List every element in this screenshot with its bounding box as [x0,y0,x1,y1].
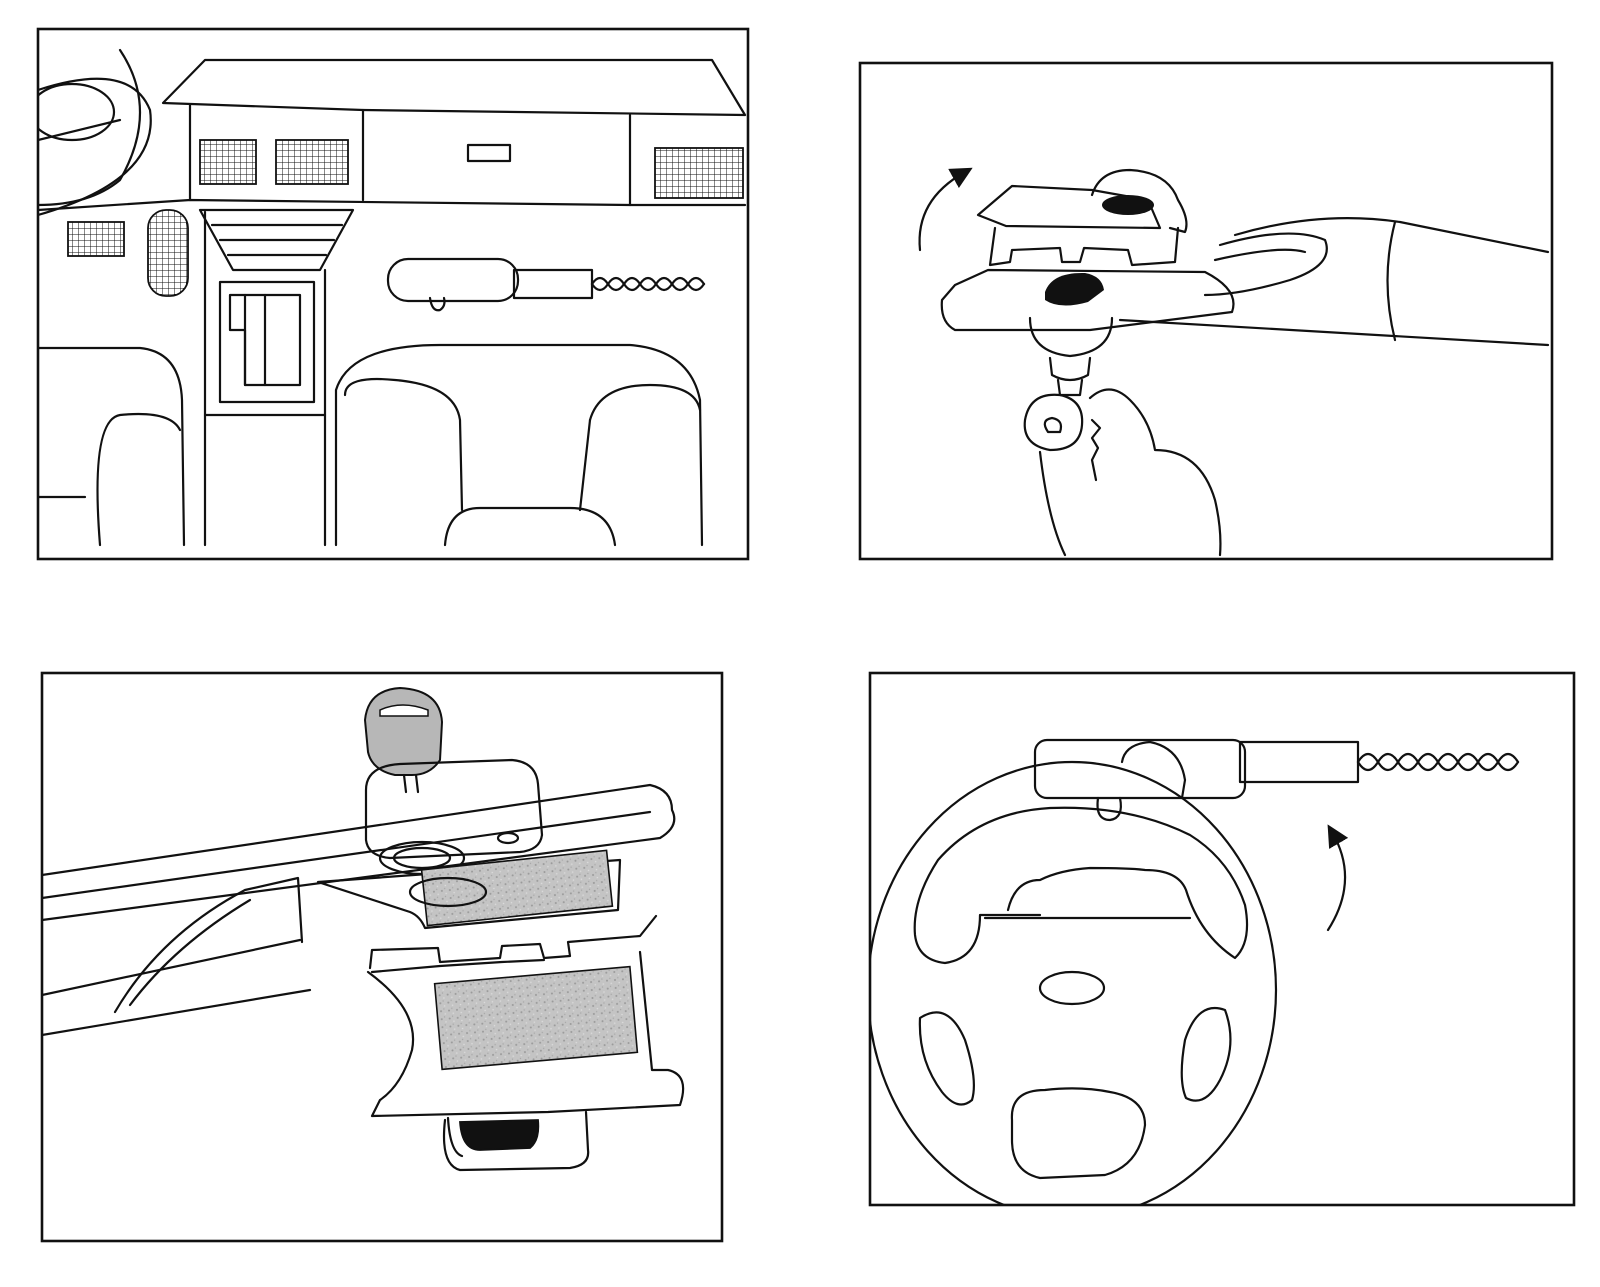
air-vent-icon [67,221,125,257]
panel-steering-wheel [868,671,1576,1207]
lock-bar-lower [42,938,302,997]
curved-arrow-icon [1326,824,1349,932]
left-seat [38,346,186,547]
lock-jaw-upper [316,858,622,930]
horn-badge [1038,970,1106,1006]
lock-jaw-lower [366,950,685,1118]
hand-outline [1038,450,1067,557]
lock-handle [442,1110,590,1172]
wheel-right-opening [1180,1007,1232,1102]
rubber-pad-icon [1102,195,1154,215]
lock-shaft-top [1233,217,1550,254]
rubber-pad-icon [408,876,488,908]
panel-closeup [40,671,724,1243]
lock-jaw-lower [940,268,1235,332]
dashboard-top [161,58,747,117]
panel-unlock-frame [858,61,1554,561]
steering-wheel-rim [38,77,152,217]
glovebox-latch [466,143,512,163]
wheel-upper-opening [913,806,1249,965]
air-vent-icon [654,147,744,199]
metal-plate-lower [433,965,639,1071]
air-vent-icon [199,139,257,185]
steering-wheel-drawing [870,738,1520,1205]
wheel-left-opening [918,1011,975,1106]
closeup-drawing [42,686,685,1172]
steering-lock-body [1033,738,1247,800]
steering-lock-body [386,257,520,303]
rubber-pad-icon [1045,272,1104,306]
unlock-drawing [918,167,1550,557]
panel-steering-wheel-frame [868,671,1576,1207]
panel-dashboard [36,27,750,561]
hand-thumb [1023,393,1084,452]
coil-cable-icon [590,276,706,292]
lock-bar-top [42,783,676,922]
dashboard-drawing [38,48,747,547]
lock-cylinder-icon [1028,316,1114,358]
curved-arrow-icon [918,167,973,252]
right-seat [334,343,704,547]
air-vent-icon [275,139,349,185]
metal-plate-upper [420,849,614,927]
key-icon [1056,378,1084,397]
steering-wheel-rim [870,760,1278,1205]
panel-unlock [858,61,1554,561]
lock-head [364,758,544,860]
wheel-lower-opening [1010,1087,1147,1180]
lock-teeth [368,914,658,970]
air-vent-icon [147,209,189,297]
